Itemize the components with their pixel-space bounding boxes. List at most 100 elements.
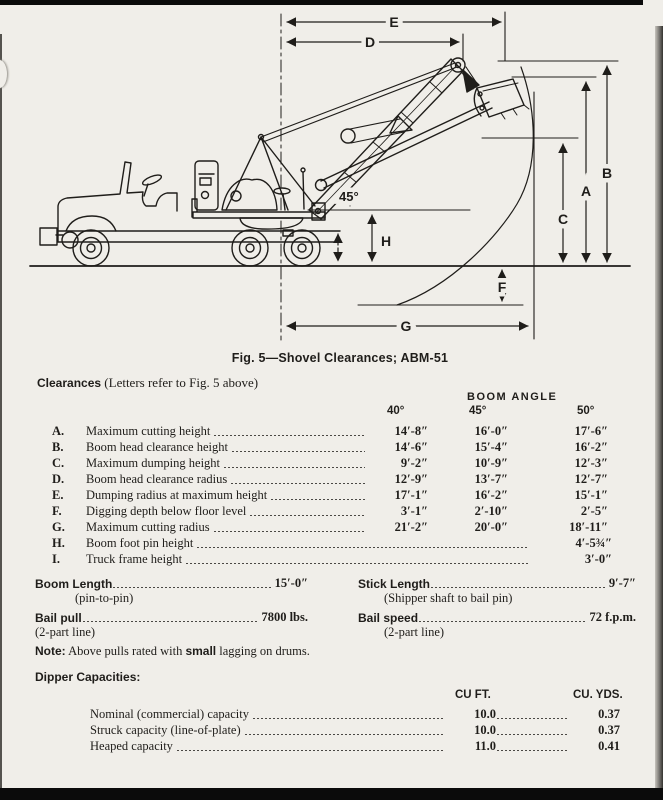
row-label: Truck frame height (86, 552, 183, 566)
dot-leader (231, 447, 365, 452)
dim-label-h: H (381, 233, 391, 249)
shovel-attachment (225, 57, 534, 306)
reference-lines (307, 11, 619, 340)
dim-label-b: B (602, 165, 612, 181)
spec-subnote: (2-part line) (384, 625, 445, 639)
dot-leader (252, 714, 443, 719)
scan-edge-top (0, 0, 643, 5)
value-40: 14′-6″ (394, 440, 428, 454)
row-letter: B. (52, 440, 64, 454)
dipper-capacities-heading: Dipper Capacities: (35, 670, 141, 684)
spec-label: Bail pull (35, 611, 82, 625)
figure-caption: Fig. 5—Shovel Clearances; ABM-51 (231, 351, 449, 365)
table-row: Nominal (commercial) capacity 10.0 0.37 (90, 706, 620, 722)
value-40: 17′-1″ (394, 488, 428, 502)
dimension-lines (286, 17, 612, 331)
scan-edge-bottom (0, 788, 663, 800)
front-wheel (72, 229, 110, 267)
table-row: H. Boom foot pin height 4′-5¾″ (52, 535, 612, 551)
value-50: 18′-11″ (569, 520, 608, 534)
row-letter: F. (52, 504, 62, 518)
dot-leader (176, 746, 443, 751)
clearances-heading: Clearances (Letters refer to Fig. 5 abov… (37, 375, 258, 391)
row-letter: H. (52, 536, 65, 550)
dim-label-e: E (389, 14, 398, 30)
dipper-table: Nominal (commercial) capacity 10.0 0.37 St… (90, 706, 620, 754)
row-label: Nominal (commercial) capacity (90, 707, 249, 721)
dot-leader (82, 617, 259, 622)
table-row: D. Boom head clearance radius 12′-9″ 13′-7″… (52, 471, 608, 487)
value-45: 13′-7″ (474, 472, 508, 486)
col-header-cuyds: CU. YDS. (573, 689, 623, 701)
row-label: Boom foot pin height (86, 536, 194, 550)
value-50: 12′-3″ (574, 456, 608, 470)
value-45: 16′-2″ (474, 488, 508, 502)
spec-value: 15′-0″ (274, 576, 308, 590)
dot-leader (113, 583, 272, 588)
value-50: 12′-7″ (574, 472, 608, 486)
dot-leader (250, 511, 365, 516)
row-label: Digging depth below floor level (86, 504, 247, 518)
note-bold: Note: (35, 644, 66, 658)
col-header-40: 40° (387, 405, 405, 417)
value-cuft: 10.0 (474, 723, 496, 737)
row-label: Struck capacity (line-of-plate) (90, 723, 241, 737)
row-label: Maximum cutting height (86, 424, 211, 438)
value-cuyds: 0.37 (598, 707, 620, 721)
value-40: 12′-9″ (394, 472, 428, 486)
clearances-heading-bold: Clearances (37, 376, 102, 390)
col-header-50: 50° (577, 405, 595, 417)
dot-leader (244, 730, 443, 735)
value-cuft: 10.0 (474, 707, 496, 721)
value-50: 15′-1″ (574, 488, 608, 502)
row-value: 3′-0″ (584, 552, 612, 566)
scan-notch (0, 60, 7, 88)
dot-leader (497, 730, 569, 735)
dot-leader (197, 543, 529, 548)
value-50: 17′-6″ (574, 424, 608, 438)
note-text: Above pulls rated with (65, 644, 186, 658)
dot-leader (224, 463, 365, 468)
dot-leader (186, 559, 529, 564)
row-label: Maximum dumping height (86, 456, 221, 470)
dim-label-g: G (401, 318, 412, 334)
digging-arc (396, 66, 534, 306)
value-50: 2′-5″ (580, 504, 608, 518)
row-letter: G. (52, 520, 65, 534)
value-40: 21′-2″ (394, 520, 428, 534)
dot-leader (231, 479, 365, 484)
row-label: Boom head clearance radius (86, 472, 228, 486)
row-label: Heaped capacity (90, 739, 173, 753)
value-cuyds: 0.41 (598, 739, 620, 753)
spec-label: Boom Length (35, 577, 113, 591)
row-label: Boom head clearance height (86, 440, 228, 454)
row-letter: D. (52, 472, 65, 486)
row-letter: C. (52, 456, 65, 470)
row-value: 4′-5¾″ (575, 536, 612, 550)
value-45: 20′-0″ (474, 520, 508, 534)
spec-value: 7800 lbs. (261, 610, 308, 624)
clearances-heading-note: (Letters refer to Fig. 5 above) (101, 375, 259, 390)
value-45: 2′-10″ (474, 504, 508, 518)
note-line: Note: Above pulls rated with small laggi… (35, 644, 310, 659)
dot-leader (497, 746, 569, 751)
row-letter: E. (52, 488, 64, 502)
dim-label-a: A (581, 183, 591, 199)
spec-subnote: (Shipper shaft to bail pin) (384, 591, 513, 605)
spec-subnote: (2-part line) (35, 625, 96, 639)
value-40: 9′-2″ (400, 456, 428, 470)
spec-row-bail-pull: Bail pull 7800 lbs. (35, 610, 308, 625)
shovel-clearance-diagram: E D B A C H F G 45° (29, 10, 631, 341)
row-label: Dumping radius at maximum height (86, 488, 268, 502)
value-40: 14′-8″ (394, 424, 428, 438)
row-letter: A. (52, 424, 65, 438)
